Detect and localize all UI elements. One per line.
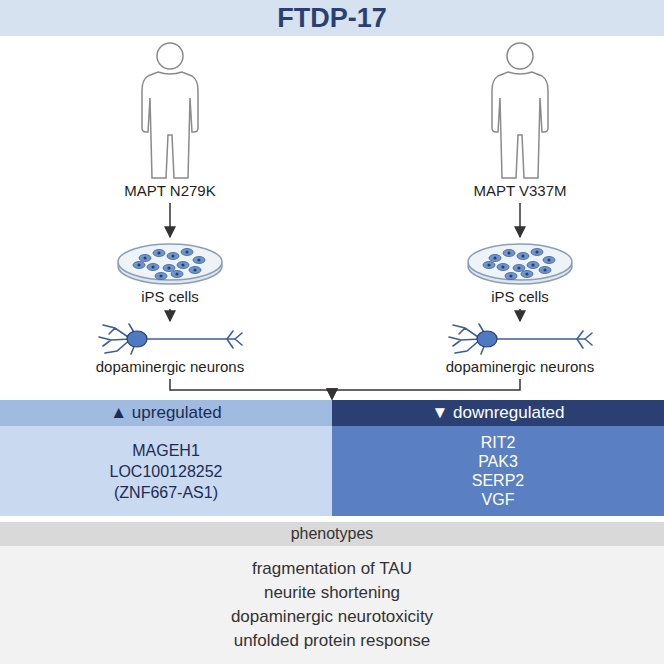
person-silhouette (480, 40, 560, 180)
node-label: neurite shortening (264, 581, 400, 605)
header-cell: ▲ upregulated (0, 400, 332, 426)
gene-cell: MAGEH1LOC100128252(ZNF667-AS1) (0, 426, 332, 516)
neuron-icon (95, 322, 245, 356)
node-label: MAGEH1 (132, 440, 200, 461)
flow-arrow (332, 379, 520, 399)
cell-culture-node: iPS cells (85, 238, 255, 306)
gap-band (0, 516, 664, 664)
phenotype-panel: fragmentation of TAUneurite shorteningdo… (0, 546, 664, 664)
node-label: RIT2 (481, 433, 516, 452)
node-label: dopaminergic neurons (446, 358, 594, 376)
flow-arrow (519, 309, 521, 321)
node-label: ▲ upregulated (110, 404, 221, 422)
node-label: LOC100128252 (110, 461, 223, 482)
node-label: unfolded protein response (234, 629, 431, 653)
node-label: dopaminergic neurons (96, 358, 244, 376)
petri-dish (465, 238, 575, 286)
node-label: dopaminergic neurotoxicity (231, 605, 433, 629)
node-label: iPS cells (141, 288, 199, 306)
node-label: fragmentation of TAU (252, 557, 412, 581)
header-cell: ▼ downregulated (332, 400, 664, 426)
node-label: phenotypes (291, 525, 374, 543)
flow-arrow (170, 379, 332, 399)
flow-arrow (169, 203, 171, 237)
section-band: phenotypes (0, 522, 664, 546)
node-label: SERP2 (472, 471, 524, 490)
node-label: ▼ downregulated (431, 404, 564, 422)
title-text: FTDP-17 (0, 2, 664, 34)
petri-dish (115, 238, 225, 286)
cell-culture-node: iPS cells (435, 238, 605, 306)
patient-node: MAPT N279K (85, 40, 255, 200)
flow-arrow (519, 203, 521, 237)
node-label: (ZNF667-AS1) (114, 482, 218, 503)
node-label: PAK3 (478, 452, 518, 471)
patient-node: MAPT V337M (435, 40, 605, 200)
title-band (0, 0, 664, 36)
node-label: MAPT V337M (473, 182, 566, 200)
gene-cell: RIT2PAK3SERP2VGF (332, 426, 664, 516)
flow-arrow (169, 309, 171, 321)
node-label: iPS cells (491, 288, 549, 306)
neuron-node: dopaminergic neurons (70, 322, 270, 376)
neuron-node: dopaminergic neurons (420, 322, 620, 376)
node-label: MAPT N279K (124, 182, 215, 200)
node-label: VGF (482, 490, 515, 509)
neuron-icon (445, 322, 595, 356)
person-silhouette (130, 40, 210, 180)
